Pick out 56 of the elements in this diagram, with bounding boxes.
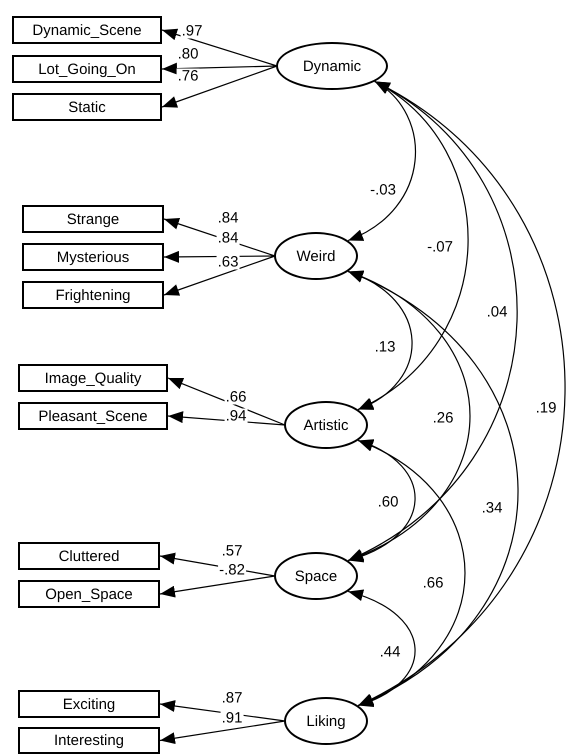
loading-arrow (164, 255, 276, 296)
edge-label: .26 (432, 410, 454, 426)
observed-variable-box: Open_Space (18, 580, 160, 608)
edge-label: .94 (224, 408, 248, 424)
covariance-arrow (348, 590, 416, 706)
observed-variable-box: Frightening (22, 281, 164, 309)
latent-variable-ellipse: Weird (274, 232, 358, 280)
observed-variable-box: Lot_Going_On (12, 55, 162, 83)
latent-variable-ellipse: Dynamic (276, 42, 388, 90)
loading-arrow (160, 575, 276, 598)
observed-variable-box: Pleasant_Scene (18, 402, 168, 430)
observed-variable-box: Strange (22, 205, 164, 233)
loading-arrow (162, 65, 278, 108)
edge-label: .13 (374, 340, 396, 354)
edge-label: .80 (176, 46, 200, 62)
edge-label: .63 (216, 254, 240, 270)
covariance-arrow (358, 440, 466, 706)
edge-label: .87 (220, 690, 244, 706)
loading-arrow (168, 377, 286, 426)
edge-label: .84 (216, 230, 240, 246)
covariance-arrow (348, 440, 416, 562)
edge-label: .04 (486, 304, 508, 320)
edge-label: .44 (378, 644, 402, 660)
observed-variable-box: Static (12, 93, 162, 121)
loading-arrow (164, 218, 276, 257)
covariance-arrow (348, 270, 470, 562)
loading-arrow (160, 700, 286, 722)
loading-arrow (164, 250, 275, 263)
edge-label: -.07 (426, 240, 454, 254)
covariance-arrow (348, 270, 519, 706)
edge-label: .60 (376, 494, 400, 510)
edge-label: .84 (216, 210, 240, 226)
edge-label: .97 (180, 24, 204, 38)
edge-label: .57 (220, 544, 244, 558)
observed-variable-box: Image_Quality (18, 364, 168, 392)
edge-label: -.03 (369, 182, 397, 198)
observed-variable-box: Dynamic_Scene (12, 16, 162, 44)
observed-variable-box: Cluttered (18, 542, 160, 570)
loading-arrow (162, 62, 278, 75)
observed-variable-box: Mysterious (22, 243, 164, 271)
latent-variable-ellipse: Liking (284, 697, 368, 745)
covariance-arrow (348, 80, 416, 242)
observed-variable-box: Interesting (18, 727, 160, 754)
edge-label: .19 (534, 400, 558, 416)
latent-variable-ellipse: Space (274, 552, 358, 600)
edge-label: .91 (220, 710, 244, 726)
edge-label: .66 (224, 390, 248, 404)
latent-variable-ellipse: Artistic (284, 401, 368, 449)
loading-arrow (168, 411, 286, 426)
observed-variable-box: Exciting (18, 690, 160, 718)
loading-arrow (160, 720, 286, 744)
edge-label: .76 (176, 68, 200, 84)
edge-label: .66 (422, 576, 444, 590)
edge-label: -.82 (218, 562, 246, 578)
loading-arrow (162, 28, 278, 67)
edge-label: .34 (480, 500, 504, 516)
